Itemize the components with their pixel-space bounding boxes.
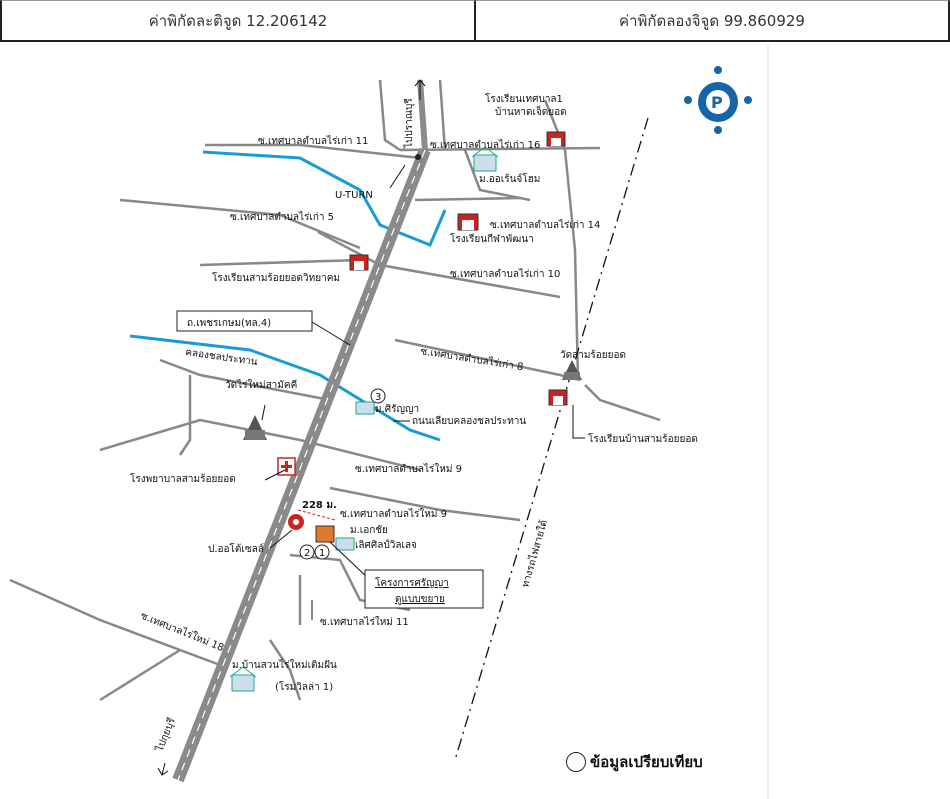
marker-3: 3 <box>375 392 381 403</box>
village-sirin-label: ม.ศิรัญญา <box>375 404 419 415</box>
road-old11 <box>378 79 401 152</box>
school-icon <box>546 131 566 147</box>
temple-icon <box>243 415 267 440</box>
distance-arrow <box>297 509 336 521</box>
school-icon <box>548 389 568 406</box>
arrow-south <box>157 762 169 776</box>
railway-line <box>454 117 649 761</box>
hospital-label: โรงพยาบาลสามร้อยยอด <box>130 472 236 485</box>
hospital-icon <box>277 457 296 476</box>
soi-new9a-label: ซ.เทศบาลตำบลไร่ใหม่ 9 <box>355 463 462 475</box>
soi-old16-label: ซ.เทศบาลตำบลไร่เก่า 16 <box>430 139 540 151</box>
village-icon <box>335 537 355 551</box>
latitude-cell: ค่าพิกัดละติจูด 12.206142 <box>0 0 476 40</box>
to-pranburi-label: ไปปราณบุรี <box>403 98 415 149</box>
soi-new18-label: ซ.เทศบาลไร่ใหม่ 18 <box>139 610 226 654</box>
legend-circle-icon <box>566 752 586 772</box>
soi-new11-label: ซ.เทศบาลไร่ใหม่ 11 <box>320 616 409 628</box>
canal-south <box>129 334 441 442</box>
temple-icon <box>562 360 582 380</box>
main-road-box <box>176 310 313 332</box>
canal-road-label: ถนนเลียบคลองชลประทาน <box>412 415 526 427</box>
soi-old10-label: ซ.เทศบาลตำบลไร่เก่า 10 <box>450 268 560 280</box>
gas-station-icon <box>288 514 304 530</box>
project-label: โครงการศรัญญา <box>375 576 449 589</box>
longitude-cell: ค่าพิกัดลองจิจูด 99.860929 <box>476 0 950 40</box>
compass-icon: P <box>684 66 752 134</box>
school-kpn-label: โรงเรียนกีฬาพัฒนา <box>450 232 534 245</box>
village-icon <box>229 666 257 692</box>
to-kuiburi-label: ไปกุยบุรี <box>153 716 178 754</box>
project-sublabel: ดูแบบขยาย <box>395 594 445 605</box>
temple-sry-label: วัดสามร้อยยอด <box>560 349 626 361</box>
direction-arrows <box>157 79 426 776</box>
village-ek-label: ม.เอกชัย <box>350 525 388 536</box>
school-icon <box>349 254 369 271</box>
soi-old8-label: ซ.เทศบาลตำบลไร่เก่า 8 <box>420 345 525 373</box>
uturn-point-icon <box>415 154 421 160</box>
legend: ข้อมูลเปรียบเทียบ <box>566 750 703 774</box>
soi-new9b-label: ซ.เทศบาลตำบลไร่ใหม่ 9 <box>340 508 447 520</box>
arrow-north <box>414 79 426 100</box>
project-box <box>364 569 484 609</box>
project-site-icon <box>315 525 335 543</box>
school-top-label: โรงเรียนเทศบาล1 <box>485 92 563 105</box>
school-sry-label: โรงเรียนสามร้อยยอดวิทยาคม <box>212 271 340 284</box>
railway-label: ทางรถไฟสายใต้ <box>519 519 550 589</box>
village-lert-label: เลิศศิลป์วิลเลจ <box>355 539 417 551</box>
main-road-label: ถ.เพชรเกษม(ทล.4) <box>187 318 271 329</box>
school-top-label2: บ้านหาดเจ็ดยอด <box>495 104 567 118</box>
canals <box>129 150 447 442</box>
uturn-label: U-TURN <box>335 190 373 201</box>
distance-label: 228 ม. <box>302 500 337 511</box>
soi-old5-label: ซ.เทศบาลตำบลไร่เก่า 5 <box>230 211 334 223</box>
coordinate-header: ค่าพิกัดละติจูด 12.206142 ค่าพิกัดลองจิจ… <box>0 0 950 42</box>
temple-new-label: วัดไร่ใหม่สามัคคี <box>225 379 297 391</box>
village-icon <box>355 401 375 415</box>
marker-circles <box>299 388 386 560</box>
canal-north <box>202 150 447 247</box>
marker-1: 1 <box>319 548 325 559</box>
leader-lines <box>261 321 585 620</box>
legend-label: ข้อมูลเปรียบเทียบ <box>590 753 703 771</box>
soi-old11-label: ซ.เทศบาลตำบลไร่เก่า 11 <box>258 135 368 147</box>
gas-station-label: ป.ออโต้เซลล์ <box>208 542 264 555</box>
village-ban-label: ม.บ้านสวนไร่ใหม่เติมฝัน <box>232 659 337 671</box>
school-icon <box>457 213 479 231</box>
village-oriental-label: ม.ออเร้นจ์โฮม <box>479 172 540 185</box>
svg-text:P: P <box>711 93 723 112</box>
village-ban-sublabel: (โรมวิลล่า 1) <box>275 680 333 693</box>
marker-2: 2 <box>304 548 310 559</box>
main-road <box>172 79 431 783</box>
soi-old14-label: ซ.เทศบาลตำบลไร่เก่า 14 <box>490 219 600 231</box>
village-icon <box>471 146 499 172</box>
school-bsy-label: โรงเรียนบ้านสามร้อยยอด <box>588 432 698 445</box>
